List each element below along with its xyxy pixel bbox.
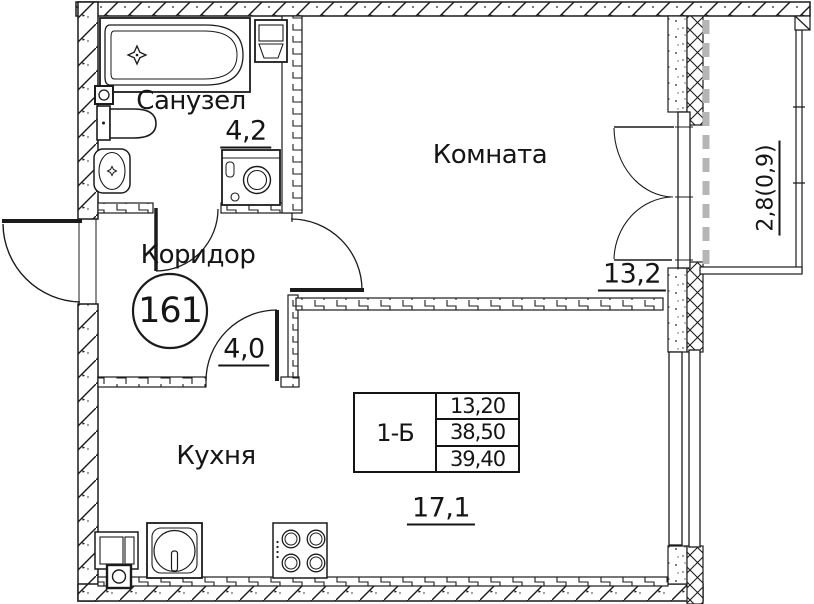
corridor-label: Коридор bbox=[140, 240, 256, 270]
kitchen-label: Кухня bbox=[176, 441, 256, 471]
meter-icon bbox=[105, 563, 133, 590]
apartment-number: 161 bbox=[138, 291, 203, 331]
kitchen-sink-icon bbox=[146, 522, 203, 579]
balcony-area: 2,8(0,9) bbox=[753, 140, 781, 236]
apartment-number-circle bbox=[131, 272, 209, 350]
living-room-door bbox=[290, 218, 364, 292]
living-room-label: Комната bbox=[432, 140, 548, 170]
interior-walls bbox=[97, 15, 669, 587]
bathroom-door bbox=[154, 208, 219, 272]
boiler-cabinet-icon bbox=[254, 19, 288, 63]
living-room-area: 13,2 bbox=[597, 259, 667, 292]
kitchen-door bbox=[205, 309, 279, 382]
kitchen-area: 17,1 bbox=[406, 493, 476, 526]
bathroom-area: 4,2 bbox=[220, 116, 272, 149]
entrance-door bbox=[2, 219, 82, 303]
facade-wall-strips bbox=[667, 15, 704, 604]
toilet-icon bbox=[96, 105, 157, 141]
bathroom-label: Санузел bbox=[136, 86, 246, 116]
bathtub-icon bbox=[99, 17, 251, 93]
floor-area-value: 38,50 bbox=[437, 418, 518, 444]
apartment-type-label: 1-Б bbox=[355, 394, 437, 471]
living-room-window bbox=[675, 111, 693, 269]
kitchen-window bbox=[668, 349, 701, 548]
corridor-area: 4,0 bbox=[218, 334, 270, 367]
apartment-info-table: 1-Б 13,20 38,50 39,40 bbox=[353, 392, 520, 473]
bathroom-sink-icon bbox=[93, 148, 131, 194]
balcony-casement-windows bbox=[613, 126, 674, 261]
washing-machine-icon bbox=[221, 149, 281, 206]
balcony-glazing bbox=[699, 15, 811, 275]
living-area-value: 13,20 bbox=[449, 394, 506, 419]
vent-icon bbox=[94, 85, 114, 105]
total-area-value: 39,40 bbox=[437, 444, 518, 471]
stove-icon bbox=[272, 522, 328, 579]
kitchen-cabinet-icon bbox=[94, 531, 139, 570]
